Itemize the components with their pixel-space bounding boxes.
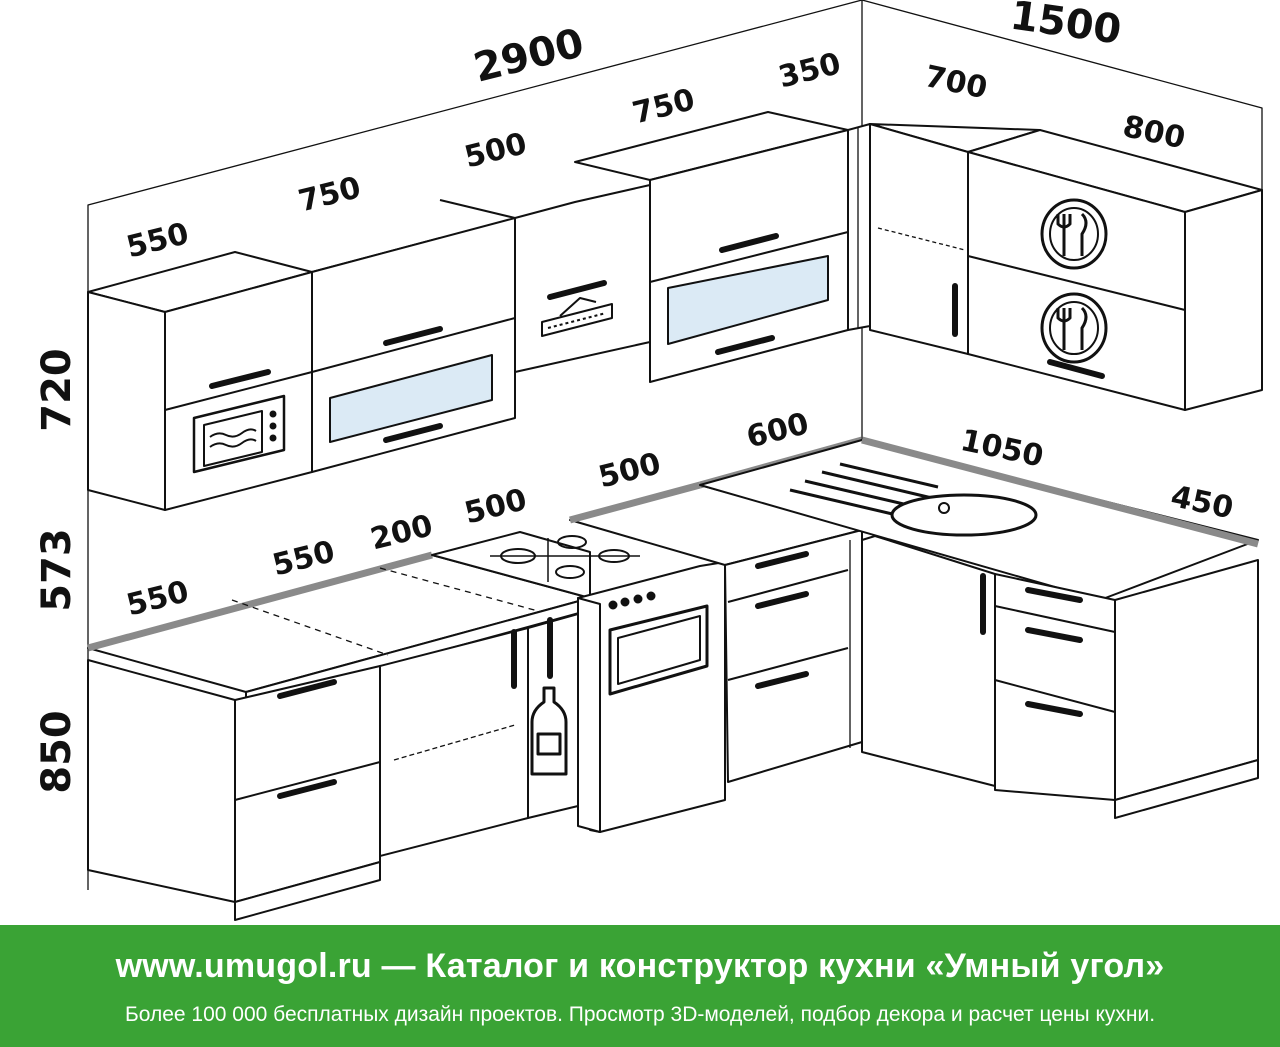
plate-fork-knife-icon [1040, 292, 1108, 364]
dim-height-base: 850 [34, 710, 80, 794]
dim-upper-2: 750 [295, 170, 364, 219]
banner-subtitle: Более 100 000 бесплатных дизайн проектов… [124, 1003, 1156, 1026]
upper-cabinet-glass-left [311, 217, 516, 473]
bottle-icon [530, 686, 568, 776]
stove-cabinet [577, 561, 726, 833]
dim-counter-2: 550 [269, 534, 338, 583]
base-cabinet-drawers-left [87, 659, 381, 921]
plate-fork-knife-icon [1040, 198, 1108, 270]
dim-height-upper: 720 [34, 348, 80, 432]
dim-counter-5: 500 [595, 446, 664, 495]
oven-icon [608, 591, 709, 696]
dim-upper-4: 750 [629, 82, 698, 131]
dim-counter-1: 550 [123, 574, 192, 623]
dim-upper-5: 350 [775, 46, 844, 95]
corner-filler-upper [847, 123, 871, 331]
dim-upper-1: 550 [123, 216, 192, 265]
banner-title[interactable]: www.umugol.ru — Каталог и конструктор ку… [115, 947, 1165, 985]
dim-upper-3: 500 [461, 126, 530, 175]
dim-counter-3: 200 [367, 508, 436, 557]
dim-upper-6: 700 [922, 59, 991, 106]
base-cabinet-door [379, 627, 529, 857]
upper-cabinet-corner-right [869, 123, 1041, 355]
dim-upper-7: 800 [1120, 109, 1189, 156]
base-cabinet-corner-right [849, 535, 996, 787]
microwave-icon [192, 394, 286, 474]
gas-hob-icon [431, 531, 640, 599]
dim-counter-4: 500 [461, 482, 530, 531]
sink-icon [789, 462, 1038, 537]
kitchen-drawing: 2900 1500 550 750 500 750 350 700 800 55… [34, 0, 1263, 921]
promo-banner: www.umugol.ru — Каталог и конструктор ку… [0, 925, 1280, 1047]
upper-cabinet-glass-right [574, 111, 849, 383]
base-cabinet-drawers-middle [724, 529, 863, 783]
base-cabinet-drawers-right [994, 559, 1259, 819]
dim-counter-6: 600 [743, 406, 812, 455]
upper-cabinet-plates [967, 129, 1263, 411]
dim-top-right-total: 1500 [1007, 0, 1124, 54]
dim-height-gap: 573 [34, 528, 80, 612]
dim-top-total: 2900 [469, 20, 588, 92]
range-hood-icon [541, 297, 613, 337]
